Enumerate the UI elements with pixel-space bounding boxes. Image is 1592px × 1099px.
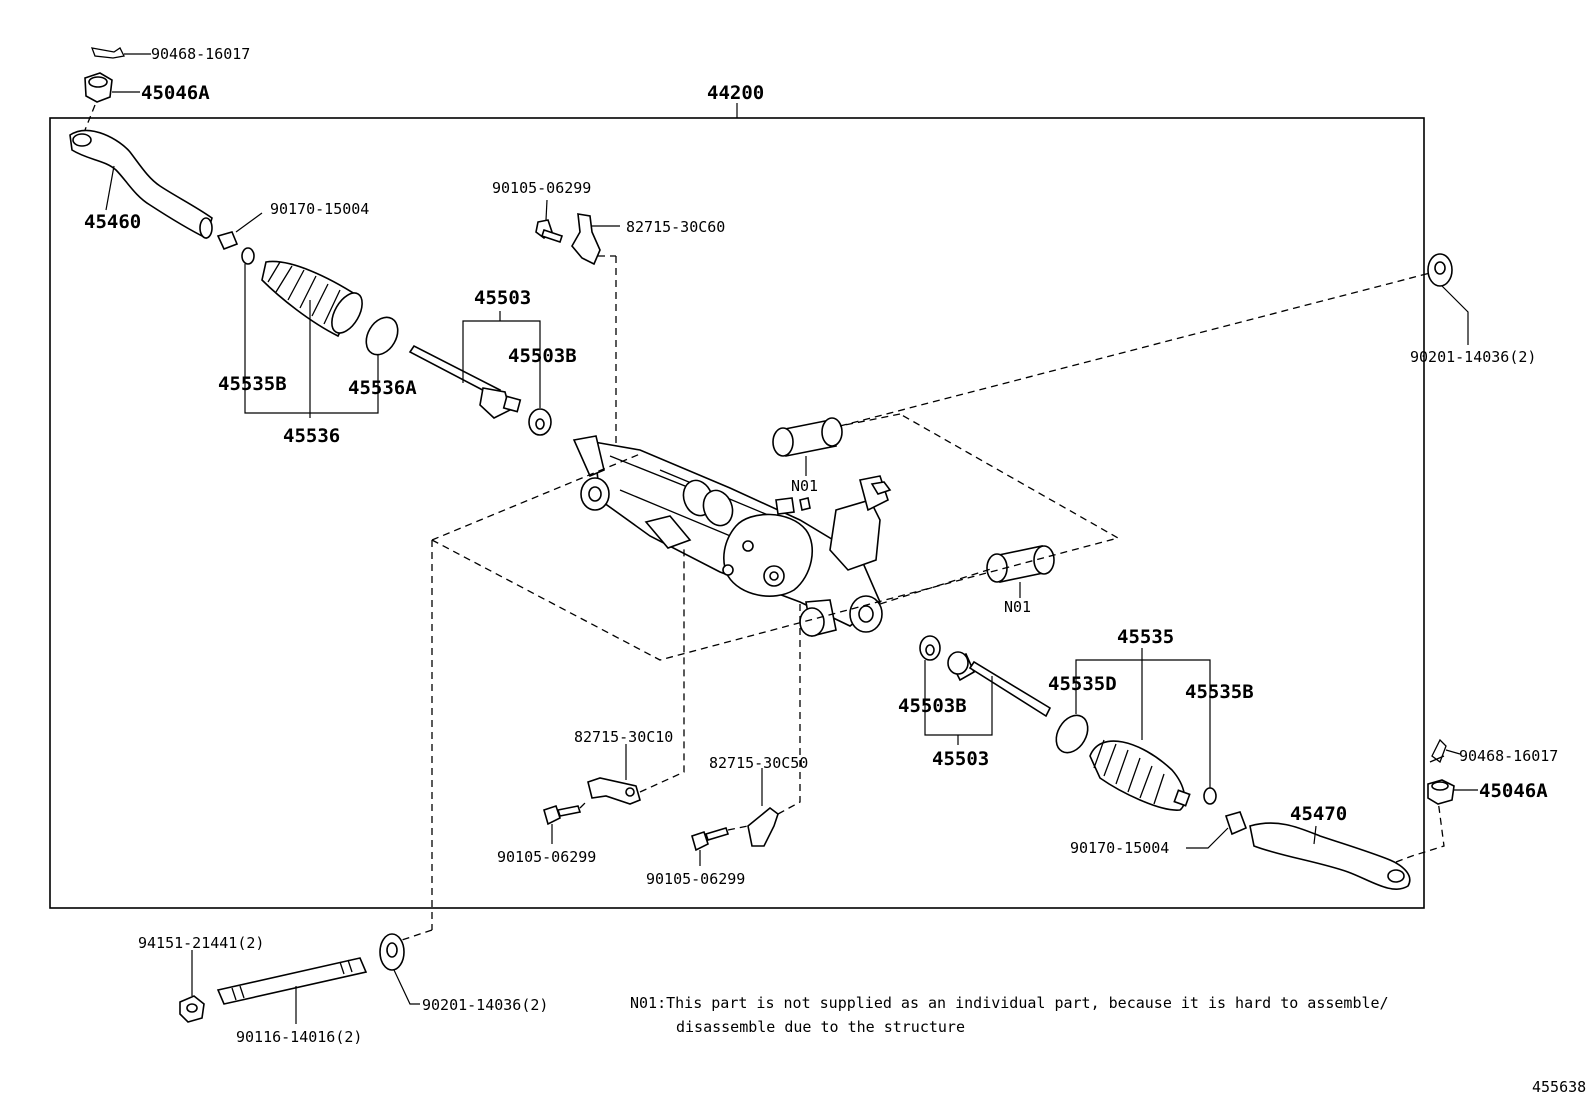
label-washer-left: 45503B: [508, 345, 577, 367]
label-boot-right-group: 45535: [1117, 626, 1174, 648]
tie-rod-end-left: [69, 129, 213, 240]
label-clip-boot-right: 45535B: [1185, 681, 1254, 703]
steering-gear-housing: [572, 435, 892, 637]
clip-right-icon: [1224, 811, 1248, 836]
label-bolt-mid-right: 90105-06299: [646, 870, 745, 888]
bushing-upper: [772, 417, 843, 457]
rack-end-left: [408, 344, 522, 419]
bracket-top-icon: [571, 213, 601, 266]
bracket-mid-left-icon: [587, 777, 641, 805]
bracket-mid-right-icon: [747, 806, 779, 847]
label-bracket-mid-left: 82715-30C10: [574, 728, 673, 746]
label-bracket-mid-right: 82715-30C50: [709, 754, 808, 772]
rack-end-right: [947, 651, 1052, 718]
washer-left-icon: [528, 408, 552, 436]
note-line-1: N01:This part is not supplied as an indi…: [630, 994, 1389, 1012]
label-bolt-top: 90105-06299: [492, 179, 591, 197]
label-clip-right: 90170-15004: [1070, 839, 1169, 857]
bolt-top-icon: [535, 219, 564, 244]
label-clip-boot-left: 45535B: [218, 373, 287, 395]
castle-nut-right-icon: [1427, 779, 1455, 805]
boot-clamp-right-icon: [1055, 714, 1089, 754]
washer-right-top-icon: [1427, 253, 1453, 287]
nut-bottom-icon: [179, 995, 205, 1023]
cotter-pin-right-icon: [1429, 738, 1447, 764]
mount-reference-box: [431, 413, 1120, 661]
bolt-mid-left-icon: [543, 804, 582, 826]
washer-right-icon: [919, 635, 941, 661]
label-bushing-upper: N01: [791, 477, 818, 495]
washer-bottom-icon: [379, 933, 405, 971]
label-boot-left-group: 45536: [283, 425, 340, 447]
label-washer-right: 45503B: [898, 695, 967, 717]
label-bolt-bottom: 90116-14016(2): [236, 1028, 362, 1046]
boot-clip-right-icon: [1203, 787, 1217, 805]
bolt-bottom-icon: [216, 957, 368, 1005]
label-tie-rod-end-left: 45460: [84, 211, 141, 233]
label-nut-left: 45046A: [141, 82, 210, 104]
label-clamp-right: 45535D: [1048, 673, 1117, 695]
label-clamp-left: 45536A: [348, 377, 417, 399]
label-washer-right-top: 90201-14036(2): [1410, 348, 1536, 366]
label-bracket-top: 82715-30C60: [626, 218, 725, 236]
label-clip-left: 90170-15004: [270, 200, 369, 218]
label-rack-end-right-group: 45503: [932, 748, 989, 770]
label-nut-right: 45046A: [1479, 780, 1548, 802]
label-washer-bottom: 90201-14036(2): [422, 996, 548, 1014]
steering-boot-left: [261, 260, 363, 338]
label-tie-rod-end-right: 45470: [1290, 803, 1347, 825]
label-assembly: 44200: [707, 82, 764, 104]
label-cotter-pin-right: 90468-16017: [1459, 747, 1558, 765]
bolt-mid-right-icon: [691, 827, 730, 852]
label-cotter-pin-left: 90468-16017: [151, 45, 250, 63]
label-nut-bottom: 94151-21441(2): [138, 934, 264, 952]
tie-rod-end-right: [1249, 822, 1411, 890]
clip-left-icon: [216, 231, 239, 251]
label-bushing-lower: N01: [1004, 598, 1031, 616]
note-line-2: disassemble due to the structure: [676, 1018, 965, 1036]
label-bolt-mid-left: 90105-06299: [497, 848, 596, 866]
boot-clip-left-icon: [241, 247, 255, 265]
boot-clamp-left-icon: [365, 316, 399, 356]
cotter-pin-left-icon: [90, 47, 125, 59]
label-rack-end-left-group: 45503: [474, 287, 531, 309]
diagram-id: 455638: [1532, 1078, 1586, 1096]
steering-boot-right: [1089, 739, 1191, 811]
castle-nut-left-icon: [84, 72, 113, 103]
